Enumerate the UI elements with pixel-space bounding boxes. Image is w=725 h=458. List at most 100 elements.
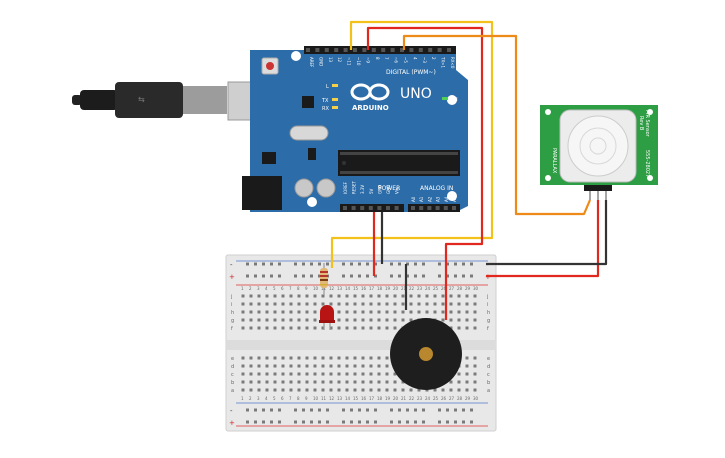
rail-hole: [398, 420, 401, 424]
terminal-hole: [305, 372, 309, 376]
rail-hole: [278, 420, 281, 424]
rail-hole: [294, 274, 297, 278]
terminal-hole: [457, 388, 461, 392]
terminal-hole: [353, 380, 357, 384]
terminal-hole: [289, 356, 293, 360]
terminal-hole: [305, 356, 309, 360]
header-pin: [443, 206, 448, 210]
terminal-hole: [329, 356, 333, 360]
rail-hole: [390, 420, 393, 424]
terminal-hole: [257, 302, 261, 306]
terminal-hole: [385, 380, 389, 384]
rail-hole: [254, 262, 257, 266]
terminal-hole: [369, 364, 373, 368]
column-number: 14: [345, 286, 351, 291]
rail-hole: [390, 262, 393, 266]
terminal-hole: [249, 380, 253, 384]
row-letter: j: [486, 294, 488, 300]
rail-hole: [454, 274, 457, 278]
rail-hole: [358, 262, 361, 266]
header-pin: [343, 48, 348, 52]
terminal-hole: [353, 372, 357, 376]
terminal-hole: [289, 318, 293, 322]
header-pin: [306, 48, 310, 52]
column-number: 18: [377, 396, 383, 401]
terminal-hole: [353, 364, 357, 368]
rail-hole: [358, 274, 361, 278]
column-number: 17: [369, 286, 375, 291]
terminal-hole: [281, 318, 285, 322]
rail-hole: [270, 408, 273, 412]
terminal-hole: [273, 318, 277, 322]
rail-hole: [470, 408, 473, 412]
rail-hole: [390, 408, 393, 412]
terminal-hole: [337, 364, 341, 368]
rail-hole: [294, 420, 297, 424]
rail-hole: [454, 420, 457, 424]
chip-socket-top: [340, 152, 458, 155]
rail-hole: [374, 274, 377, 278]
column-number: 23: [417, 286, 423, 291]
terminal-hole: [457, 302, 461, 306]
terminal-hole: [385, 364, 389, 368]
capacitor-1: [294, 178, 314, 198]
terminal-hole: [409, 388, 413, 392]
rail-hole: [310, 274, 313, 278]
pir-brand-label: PARALLAX: [551, 148, 557, 174]
terminal-hole: [465, 372, 469, 376]
terminal-hole: [281, 356, 285, 360]
terminal-hole: [281, 302, 285, 306]
led-l-label: L: [326, 84, 329, 90]
column-number: 28: [457, 396, 463, 401]
terminal-hole: [273, 294, 277, 298]
terminal-hole: [313, 380, 317, 384]
terminal-hole: [289, 310, 293, 314]
pir-dome-center: [589, 137, 607, 155]
column-number: 4: [265, 286, 268, 291]
rail-hole: [470, 274, 473, 278]
rail-hole: [454, 408, 457, 412]
terminal-hole: [401, 388, 405, 392]
pir-hole: [545, 109, 551, 115]
pir-sensor: PARALLAX PIR Sensor Rev B 555-28027: [540, 105, 658, 200]
terminal-hole: [465, 380, 469, 384]
terminal-hole: [377, 302, 381, 306]
digital-pin-label: 8: [375, 57, 380, 60]
mount-hole: [291, 51, 301, 61]
column-number: 13: [337, 396, 343, 401]
terminal-hole: [409, 294, 413, 298]
rail-hole: [446, 274, 449, 278]
terminal-hole: [241, 302, 245, 306]
terminal-hole: [241, 310, 245, 314]
rail-hole: [350, 262, 353, 266]
arduino-model: UNO: [400, 86, 432, 102]
terminal-hole: [361, 364, 365, 368]
terminal-hole: [465, 356, 469, 360]
reset-button-cap[interactable]: [266, 62, 274, 70]
terminal-hole: [377, 294, 381, 298]
column-number: 24: [425, 396, 431, 401]
terminal-hole: [393, 372, 397, 376]
rail-hole: [414, 274, 417, 278]
power-pin-label: 5V: [369, 188, 374, 194]
digital-header: [304, 46, 456, 54]
column-number: 23: [417, 396, 423, 401]
terminal-hole: [441, 294, 445, 298]
terminal-hole: [297, 372, 301, 376]
terminal-hole: [345, 326, 349, 330]
terminal-hole: [337, 372, 341, 376]
column-number: 6: [281, 286, 284, 291]
terminal-hole: [457, 294, 461, 298]
terminal-hole: [369, 318, 373, 322]
row-letter: e: [231, 356, 234, 362]
cable-end: [72, 95, 82, 105]
terminal-hole: [297, 326, 301, 330]
rail-hole: [278, 274, 281, 278]
rail-hole: [438, 420, 441, 424]
terminal-hole: [273, 388, 277, 392]
terminal-hole: [337, 294, 341, 298]
row-letter: b: [487, 380, 490, 386]
power-pin-label: 3.3V: [360, 185, 365, 194]
rail-hole: [422, 274, 425, 278]
